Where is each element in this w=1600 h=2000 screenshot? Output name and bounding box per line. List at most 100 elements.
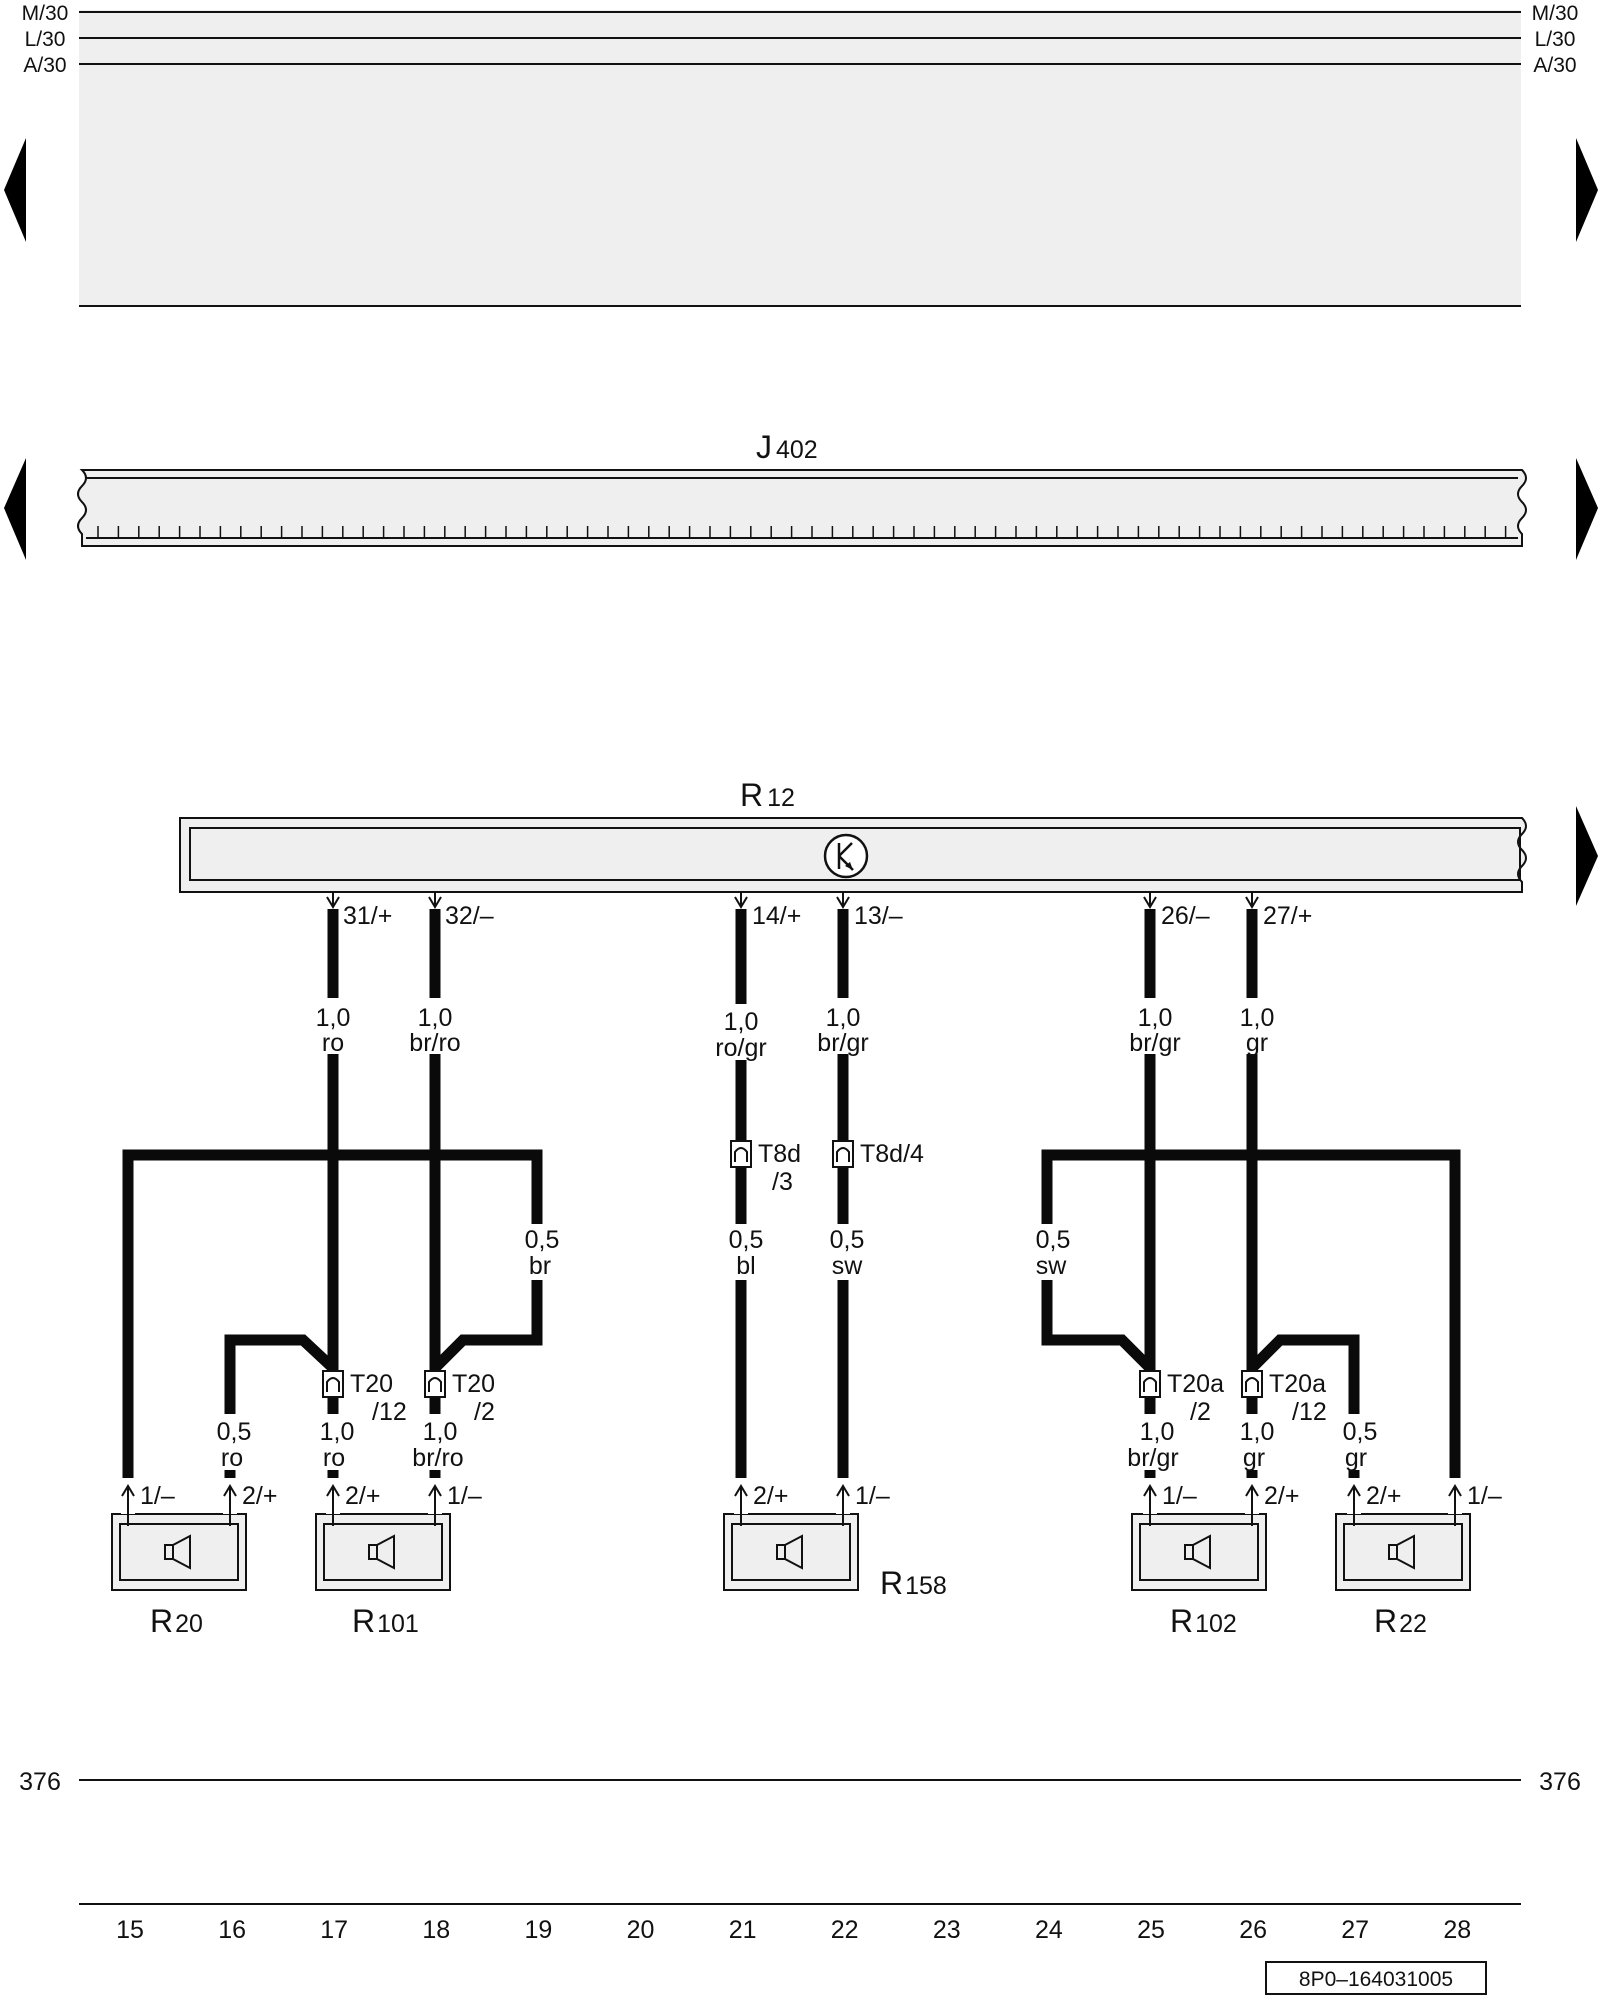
connector-pin-label: /12 bbox=[1292, 1398, 1327, 1426]
supply-shaded-area bbox=[79, 10, 1521, 306]
wire-color-label: bl bbox=[736, 1252, 755, 1280]
speaker-r101: R101 bbox=[315, 1513, 451, 1639]
wire-color-label: br/ro bbox=[409, 1029, 460, 1057]
wire-color-label: gr bbox=[1345, 1444, 1367, 1472]
wire-color-label: ro bbox=[322, 1029, 344, 1057]
wire-color-label: br/gr bbox=[1129, 1029, 1180, 1057]
wire-size-label: 1,0 bbox=[1240, 1418, 1275, 1446]
wire-bridge-right-gr bbox=[1248, 1334, 1360, 1480]
wire-color-label: ro/gr bbox=[715, 1034, 766, 1062]
track-number: 21 bbox=[729, 1916, 757, 1944]
wire-size-label: 0,5 bbox=[525, 1226, 560, 1254]
r12-pin-label: 27/+ bbox=[1263, 902, 1312, 930]
next-page-arrow-icon[interactable] bbox=[1576, 138, 1598, 242]
connectors: T8d /3 T8d/4 T20 /12 T20 /2 T20a /2 T20 bbox=[322, 1140, 1327, 1426]
wire-size-label: 1,0 bbox=[1240, 1004, 1275, 1032]
connector-pin-label: /12 bbox=[372, 1398, 407, 1426]
track-number: 24 bbox=[1035, 1916, 1063, 1944]
next-page-arrow-icon[interactable] bbox=[1576, 458, 1598, 560]
wire-size-label: 1,0 bbox=[423, 1418, 458, 1446]
rail-label-m30-right: M/30 bbox=[1532, 2, 1579, 25]
track-number: 15 bbox=[116, 1916, 144, 1944]
r12-pin-label: 13/– bbox=[854, 902, 903, 930]
connector-label: T20 bbox=[350, 1370, 393, 1398]
wire-color-label: br bbox=[529, 1252, 551, 1280]
wire-size-label: 1,0 bbox=[316, 1004, 351, 1032]
track-number: 22 bbox=[831, 1916, 859, 1944]
wire-size-label: 1,0 bbox=[724, 1008, 759, 1036]
speaker-pin-label: 2/+ bbox=[242, 1482, 277, 1510]
j402-pin-ticks bbox=[97, 526, 1507, 537]
ground-rail: 376 376 bbox=[19, 1768, 1581, 1796]
speaker-icon bbox=[1184, 1534, 1211, 1570]
wire-color-label: br/gr bbox=[817, 1029, 868, 1057]
pin-arrow-up bbox=[121, 1484, 135, 1526]
wire-size-label: 0,5 bbox=[830, 1226, 865, 1254]
track-number: 28 bbox=[1443, 1916, 1471, 1944]
connector-t8d-4-symbol bbox=[832, 1140, 854, 1168]
r12-pin-label: 32/– bbox=[445, 902, 494, 930]
connector-pin-label: /2 bbox=[1190, 1398, 1211, 1426]
ground-label-left: 376 bbox=[19, 1768, 61, 1796]
wire-size-label: 1,0 bbox=[418, 1004, 453, 1032]
speaker-icon bbox=[1388, 1534, 1415, 1570]
r101-label: R101 bbox=[352, 1603, 419, 1639]
speaker-pin-label: 2/+ bbox=[753, 1482, 788, 1510]
track-number: 25 bbox=[1137, 1916, 1165, 1944]
rail-label-l30-right: L/30 bbox=[1535, 28, 1576, 51]
wire-color-label: ro bbox=[323, 1444, 345, 1472]
rail-label-a30-left: A/30 bbox=[23, 54, 66, 77]
r12-pin-label: 26/– bbox=[1161, 902, 1210, 930]
speaker-r22: R22 bbox=[1335, 1513, 1471, 1639]
r158-label: R158 bbox=[880, 1565, 947, 1601]
pin-arrow-down bbox=[1245, 893, 1259, 909]
pin-arrow-up bbox=[734, 1484, 748, 1526]
pin-arrows bbox=[121, 893, 1462, 1526]
speaker-r102: R102 bbox=[1131, 1513, 1267, 1639]
pin-arrow-up bbox=[326, 1484, 340, 1526]
r12-pin-label: 31/+ bbox=[343, 902, 392, 930]
speaker-pin-label: 1/– bbox=[140, 1482, 175, 1510]
previous-page-arrow-icon[interactable] bbox=[4, 138, 26, 242]
drawing-number: 8P0–164031005 bbox=[1299, 1968, 1453, 1991]
pin-arrow-down bbox=[1143, 893, 1157, 909]
rail-label-a30-right: A/30 bbox=[1533, 54, 1576, 77]
wire-bridge-left-ro bbox=[224, 1334, 337, 1480]
speaker-icon bbox=[776, 1534, 803, 1570]
amplifier-icon bbox=[823, 833, 869, 879]
speaker-pin-label: 1/– bbox=[1467, 1482, 1502, 1510]
connector-label: T8d bbox=[758, 1140, 801, 1168]
r20-label: R20 bbox=[150, 1603, 203, 1639]
speaker-pin-label: 2/+ bbox=[1366, 1482, 1401, 1510]
track-number: 18 bbox=[422, 1916, 450, 1944]
wire-size-label: 1,0 bbox=[1138, 1004, 1173, 1032]
track-number: 19 bbox=[524, 1916, 552, 1944]
speaker-r20: R20 bbox=[111, 1513, 247, 1639]
r22-label: R22 bbox=[1374, 1603, 1427, 1639]
wire-size-label: 0,5 bbox=[729, 1226, 764, 1254]
r102-label: R102 bbox=[1170, 1603, 1237, 1639]
wire-size-label: 1,0 bbox=[826, 1004, 861, 1032]
previous-page-arrow-icon[interactable] bbox=[4, 458, 26, 560]
speaker-icon bbox=[164, 1534, 191, 1570]
j402-body bbox=[77, 469, 1527, 547]
speaker-pin-labels: 1/– 2/+ 2/+ 1/– 2/+ 1/– 1/– 2/+ 2/+ 1/– bbox=[140, 1482, 1502, 1510]
connector-label: T20 bbox=[452, 1370, 495, 1398]
track-number: 23 bbox=[933, 1916, 961, 1944]
speaker-pin-label: 1/– bbox=[447, 1482, 482, 1510]
speaker-pin-label: 1/– bbox=[855, 1482, 890, 1510]
track-number: 27 bbox=[1341, 1916, 1369, 1944]
pin-arrow-up bbox=[223, 1484, 237, 1526]
wire-size-label: 1,0 bbox=[320, 1418, 355, 1446]
wire-color-label: sw bbox=[1036, 1252, 1068, 1280]
connector-t20a-2-symbol bbox=[1139, 1370, 1161, 1398]
next-page-arrow-icon[interactable] bbox=[1576, 806, 1598, 906]
track-number: 16 bbox=[218, 1916, 246, 1944]
wire-color-label: br/ro bbox=[412, 1444, 463, 1472]
rail-label-l30-left: L/30 bbox=[25, 28, 66, 51]
track-number: 17 bbox=[320, 1916, 348, 1944]
